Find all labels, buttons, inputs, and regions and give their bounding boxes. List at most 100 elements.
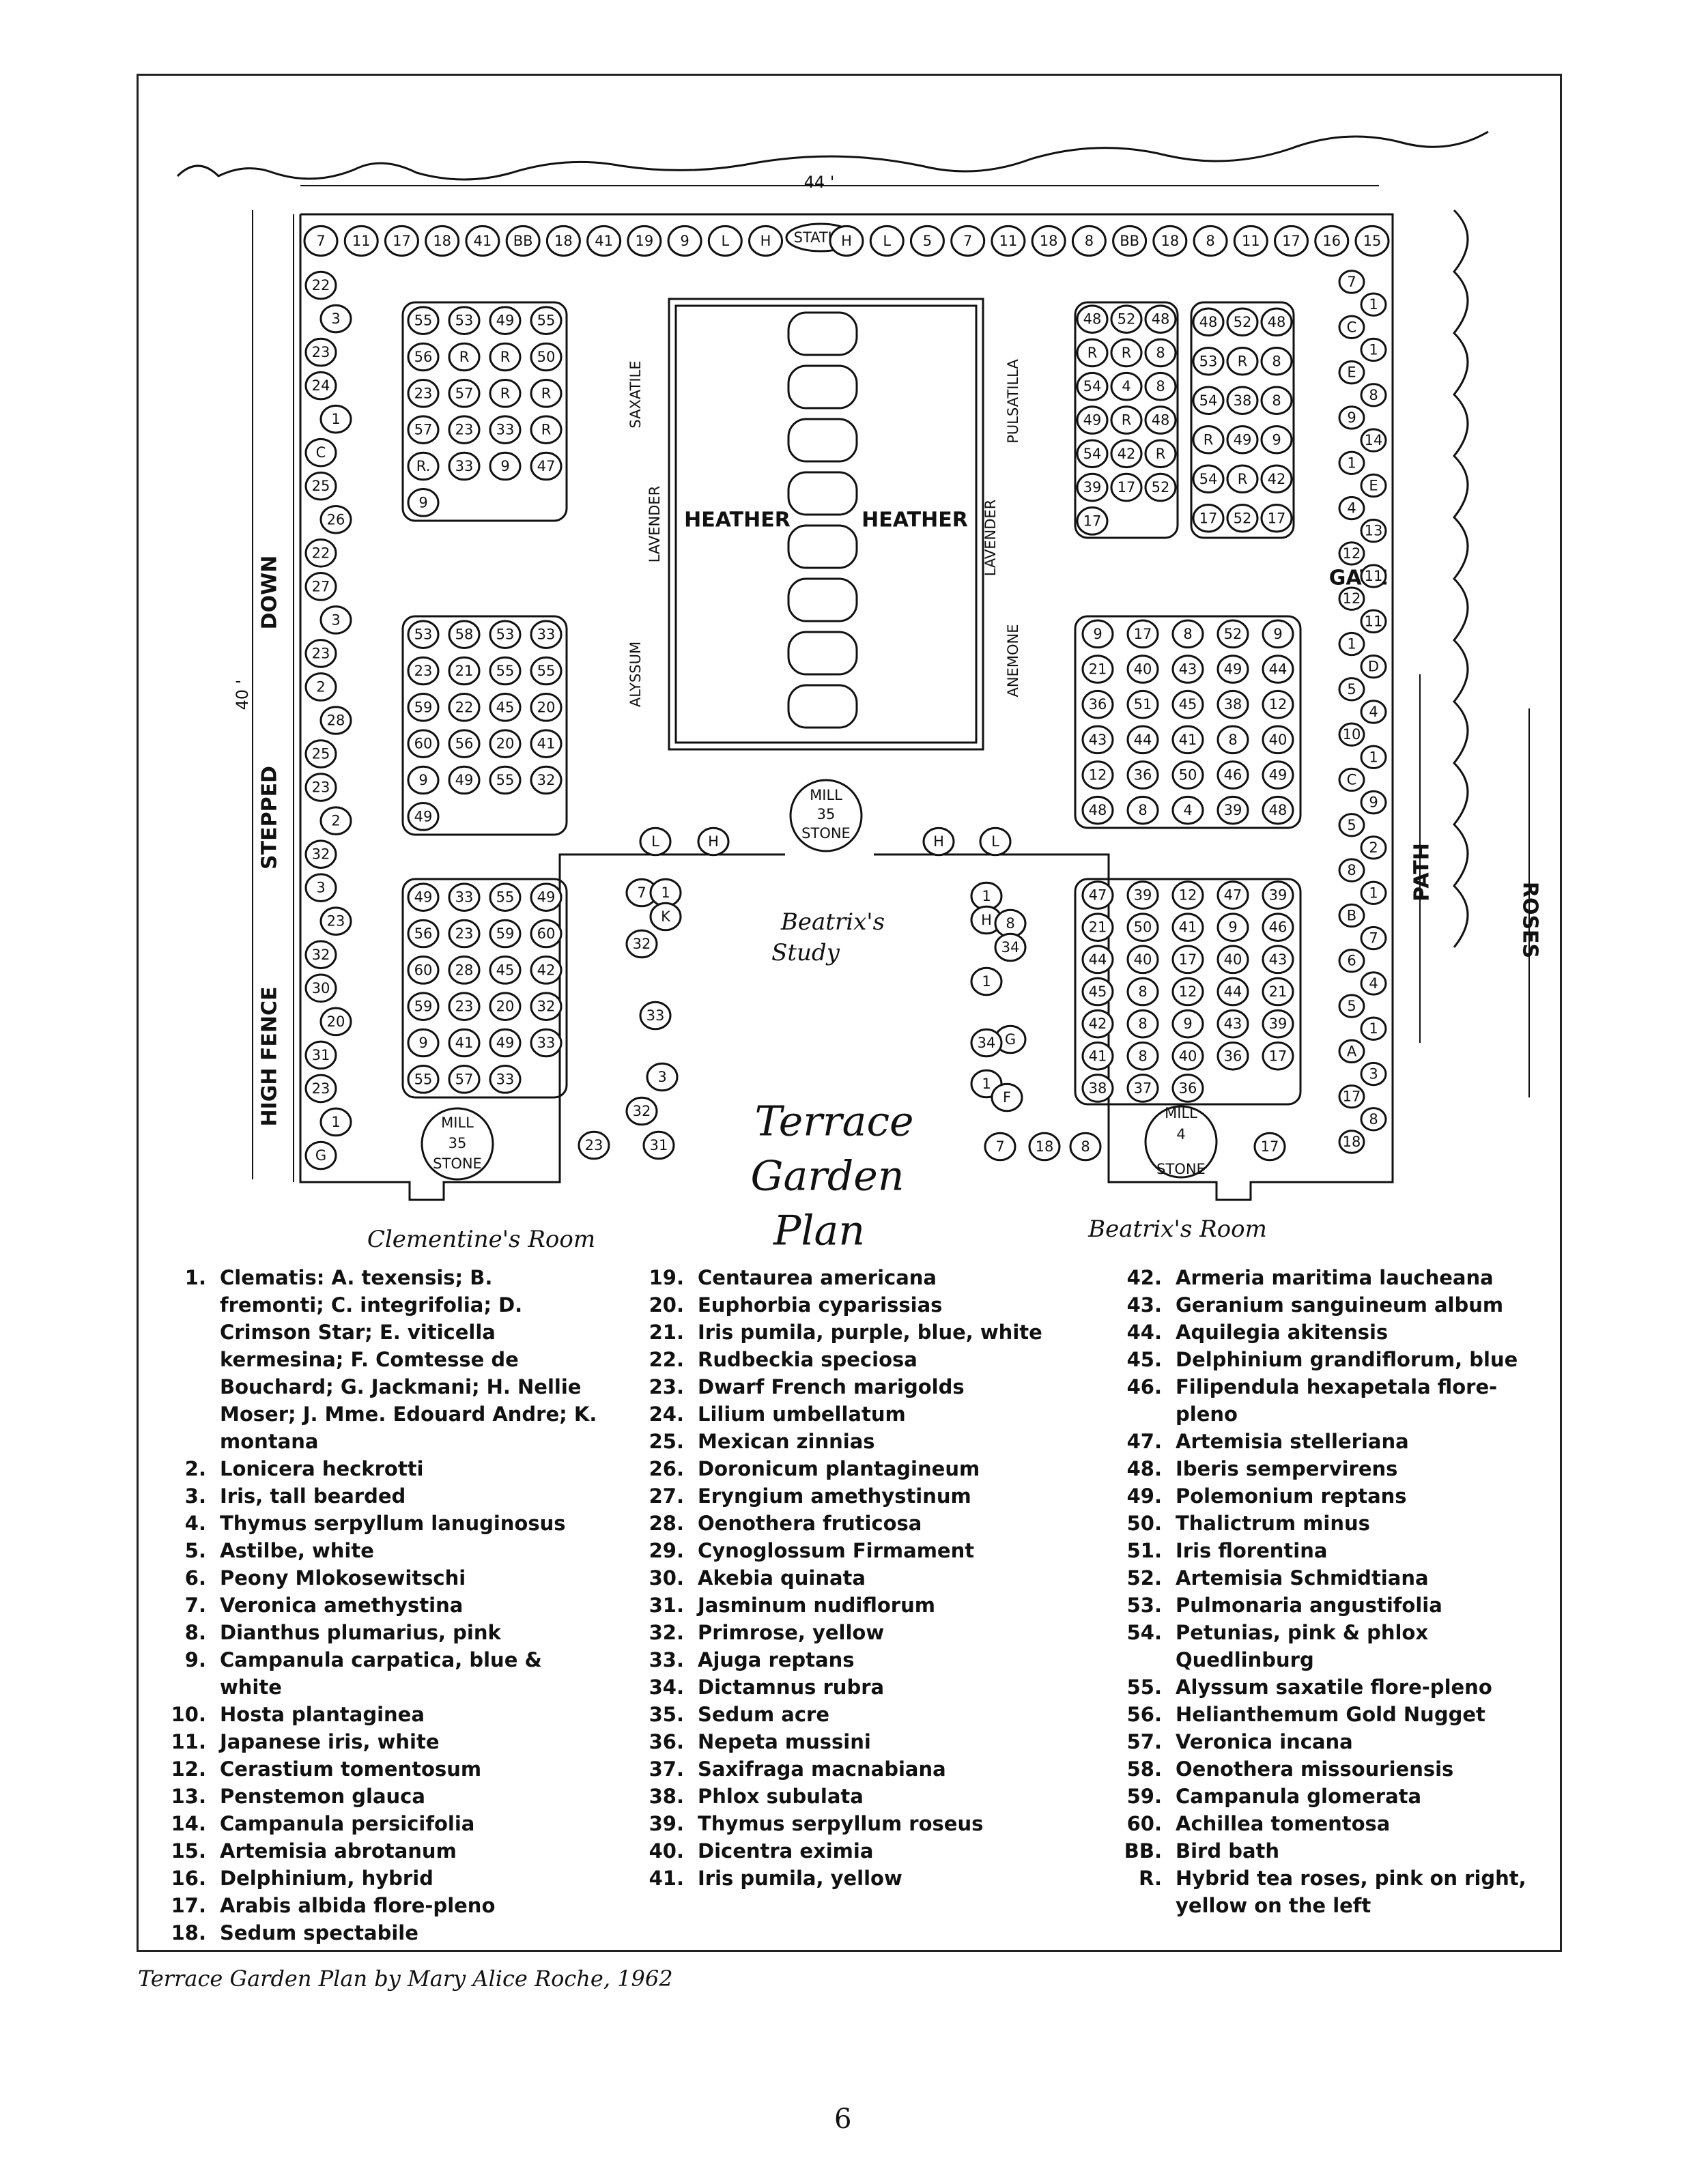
plant-number: 55 (496, 889, 515, 906)
plant-shape (489, 729, 522, 758)
plant-number: R (1122, 345, 1132, 361)
legend-column-1: 1.Clematis: A. texensis; B. fremonti; C.… (164, 1264, 601, 1946)
plant-shape (303, 225, 339, 257)
legend-item-name: Bird bath (1176, 1839, 1280, 1863)
mill-stone-number: 35 (449, 1135, 467, 1151)
legend-item-number: 18. (171, 1921, 206, 1944)
plant-number: 40 (1269, 732, 1287, 748)
plant-number: 9 (1228, 919, 1237, 936)
plant-number: 45 (496, 699, 515, 715)
plant-shape (1144, 338, 1177, 368)
plant-number: 8 (1206, 233, 1214, 249)
plant-shape (530, 379, 563, 408)
plant-number: 58 (455, 627, 474, 643)
plant-number: R (1122, 412, 1132, 429)
plant-shape (1126, 913, 1159, 943)
legend-item-name: Delphinium grandiflorum, blue (1176, 1348, 1518, 1371)
plant-number: 49 (1269, 767, 1287, 784)
legend-item-number: 21. (649, 1321, 684, 1344)
plant-number: 41 (474, 233, 492, 249)
plant-shape (407, 765, 440, 795)
legend-item-number: 14. (171, 1812, 206, 1835)
plant-shape (1081, 880, 1114, 910)
plant-number: 10 (1343, 726, 1361, 743)
plant-shape (448, 693, 481, 722)
legend-item-name: Veronica incana (1176, 1730, 1353, 1753)
plant-number: 8 (1369, 387, 1378, 403)
plant-number: 1 (982, 1076, 991, 1092)
plant-number: 20 (537, 699, 556, 715)
legend-item: 38.Phlox subulata (642, 1783, 1079, 1810)
plant-number: 52 (1118, 311, 1136, 328)
plant-number: 54 (1199, 471, 1218, 487)
legend-item-name: Rudbeckia speciosa (698, 1348, 917, 1371)
plant-number: 44 (1134, 732, 1152, 748)
plant-shape (994, 932, 1027, 962)
legend-item-number: 45. (1126, 1348, 1162, 1371)
plant-number: 60 (414, 736, 433, 752)
legend-item-name: Filipendula hexapetala flore-pleno (1176, 1375, 1498, 1426)
plant-shape (1226, 503, 1259, 533)
plant-shape (1360, 519, 1387, 543)
legend-item-number: 1. (184, 1266, 206, 1289)
plant-number: H (708, 833, 719, 850)
plant-shape (639, 1001, 672, 1031)
plant-shape (1126, 689, 1159, 719)
plant-shape (530, 656, 563, 686)
plant-shape (1360, 1107, 1387, 1132)
plant-shape (1081, 913, 1114, 943)
legend-item-name: Phlox subulata (698, 1785, 864, 1808)
plant-number: 9 (1272, 431, 1281, 448)
plant-number: 7 (1369, 930, 1378, 947)
bed-outline (1074, 615, 1302, 829)
plant-shape (1126, 1009, 1159, 1039)
plant-number: 55 (496, 772, 515, 788)
plant-number: 12 (1179, 983, 1197, 1000)
plant-shape (1217, 689, 1249, 719)
plant-number: 21 (455, 663, 474, 679)
plant-number: 36 (1224, 1048, 1242, 1064)
plant-number: 41 (595, 233, 613, 249)
plant-number: 8 (1138, 983, 1147, 1000)
legend-item-number: 13. (171, 1785, 206, 1808)
legend-item: 2.Lonicera heckrotti (164, 1455, 601, 1482)
plant-number: E (1369, 477, 1378, 493)
plant-shape (1081, 619, 1114, 649)
plant-shape (1126, 655, 1159, 684)
stepping-stone (787, 471, 858, 516)
legend-item-name: Centaurea americana (698, 1266, 937, 1289)
plant-number: 4 (1122, 378, 1130, 394)
plant-shape (304, 572, 337, 601)
plant-shape (1126, 1041, 1159, 1071)
legend-item-number: 29. (649, 1539, 684, 1562)
legend-item-number: 54. (1126, 1621, 1162, 1644)
legend-item-number: 11. (171, 1730, 206, 1753)
plant-shape (1081, 977, 1114, 1007)
plant-number: 32 (633, 936, 651, 952)
plant-shape (448, 919, 481, 949)
plant-number: 53 (496, 627, 515, 643)
plant-shape (489, 1065, 522, 1094)
plant-number: 54 (1083, 378, 1102, 394)
plant-shape (642, 1130, 675, 1160)
plant-number: 47 (1224, 887, 1242, 904)
plant-number: B (1347, 907, 1356, 923)
plant-number: 21 (1089, 661, 1107, 678)
stepping-stone (787, 577, 858, 622)
plant-shape (1192, 346, 1225, 376)
plant-number: 17 (393, 233, 411, 249)
plant-number: H (933, 833, 944, 850)
plant-shape (304, 839, 337, 869)
plant-shape (304, 371, 337, 401)
plant-number: 8 (1138, 802, 1147, 818)
legend-item-name: Campanula persicifolia (220, 1812, 475, 1835)
plant-shape (1217, 945, 1249, 975)
legend-item: 57.Veronica incana (1120, 1728, 1556, 1755)
plant-shape (407, 379, 440, 408)
legend-item-number: 51. (1126, 1539, 1162, 1562)
plant-shape (489, 656, 522, 686)
right-border-plants: 71C1E89141E413121112111D54101C95281B7645… (1338, 270, 1387, 1154)
plant-number: 1 (1369, 749, 1378, 765)
plant-shape (1217, 725, 1249, 755)
legend-item-name: Hybrid tea roses, pink on right, yellow … (1176, 1867, 1526, 1917)
